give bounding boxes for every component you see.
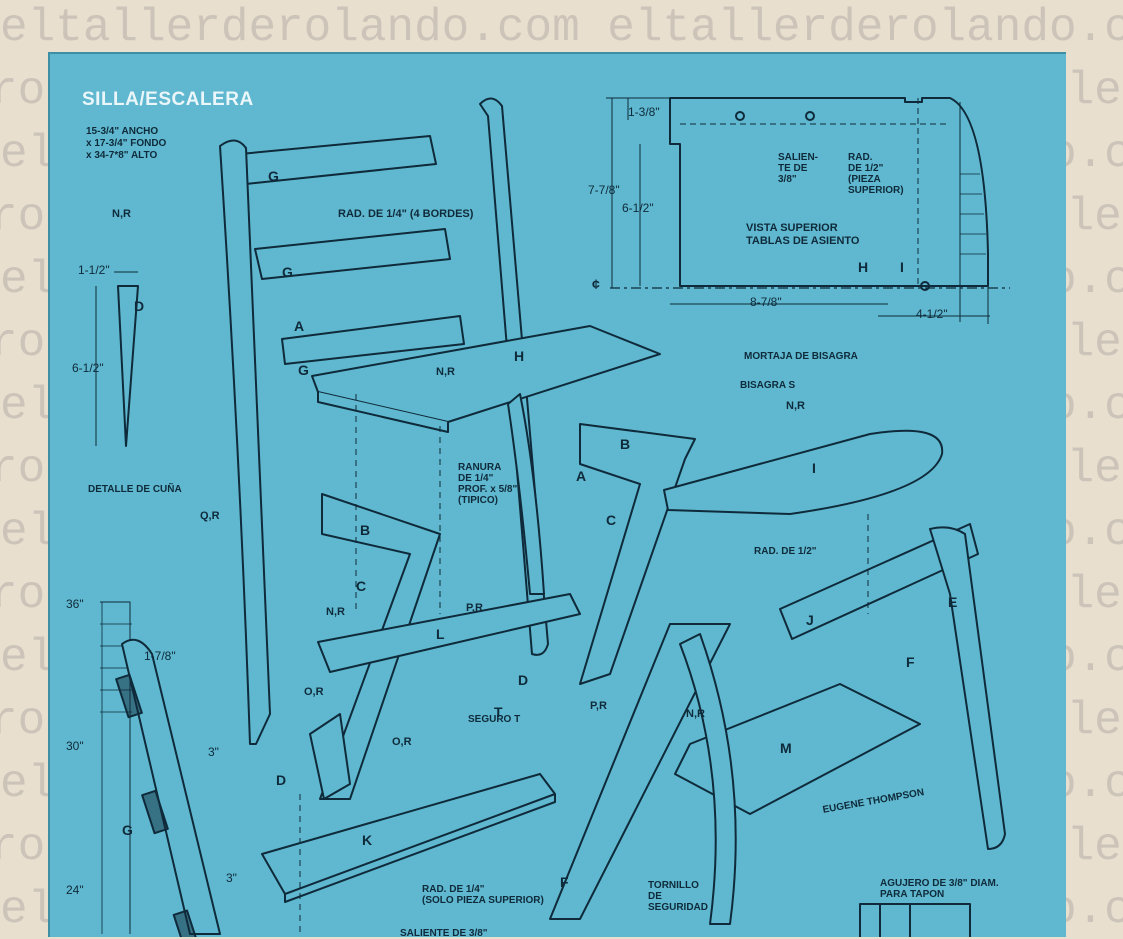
ranura-label: PROF. x 5/8": [458, 484, 518, 495]
blueprint-plate: SILLA/ESCALERA 15-3/4" ANCHO x 17-3/4" F…: [48, 52, 1066, 939]
dimension-width: 15-3/4" ANCHO: [86, 126, 159, 137]
dim-4-1-2: 4-1/2": [916, 307, 948, 321]
fastener-label: N,R: [786, 400, 805, 412]
fastener-label: P,R: [466, 602, 483, 614]
scale-mark-30: 30": [66, 739, 84, 753]
piece-label: E: [948, 594, 958, 610]
wedge-dim-height: 6-1/2": [72, 361, 104, 375]
piece-label: G: [298, 362, 309, 378]
ranura-label: RANURA: [458, 462, 502, 473]
saliente-bottom-label: SALIENTE DE 3/8": [400, 928, 488, 939]
scale-dim: 3": [208, 745, 219, 759]
piece-label: I: [900, 259, 904, 275]
rad-label: DE 1/2": [848, 163, 884, 174]
tornillo-label: TORNILLO: [648, 880, 699, 891]
piece-label: D: [276, 772, 287, 788]
piece-label: G: [122, 822, 133, 838]
alignment-lines: [299, 394, 869, 937]
piece-label: C: [606, 512, 617, 528]
piece-label: L: [436, 626, 445, 642]
fastener-label: N,R: [326, 606, 345, 618]
dim-1-3-8: 1-3/8": [628, 105, 660, 119]
scale-dim: 1-7/8": [144, 649, 176, 663]
scale-mark-36: 36": [66, 597, 84, 611]
top-view-label: TABLAS DE ASIENTO: [746, 235, 860, 247]
plug-detail: [859, 903, 971, 937]
piece-label: B: [620, 436, 631, 452]
fastener-label: O,R: [304, 686, 324, 698]
seguro-label: SEGURO T: [468, 714, 521, 725]
ranura-label: DE 1/4": [458, 473, 494, 484]
fastener-label: N,R: [112, 208, 131, 220]
piece-label: K: [362, 832, 373, 848]
fastener-label: O,R: [392, 736, 412, 748]
agujero-label: PARA TAPON: [880, 889, 945, 900]
rad-half-label: RAD. DE 1/2": [754, 546, 817, 557]
fastener-label: N,R: [436, 366, 455, 378]
agujero-label: AGUJERO DE 3/8" DIAM.: [880, 878, 999, 889]
wedge-detail: [95, 271, 139, 447]
piece-label: I: [812, 460, 816, 476]
rad-label: RAD.: [848, 152, 873, 163]
step-k: [261, 773, 556, 895]
ranura-label: (TIPICO): [458, 495, 498, 506]
dim-6-1-2: 6-1/2": [622, 201, 654, 215]
piece-label: J: [806, 612, 814, 628]
wedge-dim-width: 1-1/2": [78, 263, 110, 277]
step-frame-left: [309, 493, 581, 800]
scale-mark-24: 24": [66, 883, 84, 897]
piece-label: C: [356, 578, 367, 594]
page-title: SILLA/ESCALERA: [82, 89, 254, 110]
bisagra-label: BISAGRA S: [740, 380, 796, 391]
side-scale: [100, 601, 221, 937]
wedge-caption: DETALLE DE CUÑA: [88, 484, 182, 495]
mortaja-label: MORTAJA DE BISAGRA: [744, 351, 858, 362]
piece-label: H: [858, 259, 869, 275]
piece-label: T: [494, 704, 503, 720]
piece-label: F: [906, 654, 915, 670]
dim-8-7-8: 8-7/8": [750, 295, 782, 309]
tornillo-label: SEGURIDAD: [648, 902, 709, 913]
piece-label: A: [294, 318, 305, 334]
dim-7-7-8: 7-7/8": [588, 183, 620, 197]
ladder-frame: [549, 523, 1006, 925]
piece-label: M: [780, 740, 792, 756]
piece-label: G: [268, 168, 279, 184]
fastener-label: N,R: [686, 708, 705, 720]
piece-label: D: [518, 672, 529, 688]
piece-label: G: [282, 264, 293, 280]
rad-top-label: RAD. DE 1/4": [422, 884, 485, 895]
piece-label: B: [360, 522, 371, 538]
top-view: [606, 97, 1010, 324]
rad-top-label: (SOLO PIEZA SUPERIOR): [422, 895, 544, 906]
watermark-line: eltallerderolando.com eltallerderolando.…: [0, 2, 1123, 54]
piece-label: F: [560, 874, 569, 890]
tornillo-label: DE: [648, 891, 662, 902]
top-view-label: VISTA SUPERIOR: [746, 222, 838, 234]
saliente-label: 3/8": [778, 174, 797, 185]
annotation-rad-4-edges: RAD. DE 1/4" (4 BORDES): [338, 208, 474, 220]
centerline-symbol: ¢: [592, 276, 600, 292]
rad-label: (PIEZA: [848, 174, 881, 185]
step-frame-right: [579, 423, 944, 685]
piece-label: A: [576, 468, 587, 484]
scale-dim: 3": [226, 871, 237, 885]
saliente-label: TE DE: [778, 163, 808, 174]
chair-drawing: [95, 97, 1010, 937]
rad-label: SUPERIOR): [848, 185, 904, 196]
fastener-label: P,R: [590, 700, 607, 712]
dimension-depth: x 17-3/4" FONDO: [86, 138, 167, 149]
seat-h: [311, 325, 661, 433]
saliente-label: SALIEN-: [778, 152, 818, 163]
backrest: [239, 135, 465, 365]
piece-label: D: [134, 298, 145, 314]
fastener-label: Q,R: [200, 510, 220, 522]
piece-label: H: [514, 348, 525, 364]
dimension-height: x 34-7*8" ALTO: [86, 150, 158, 161]
